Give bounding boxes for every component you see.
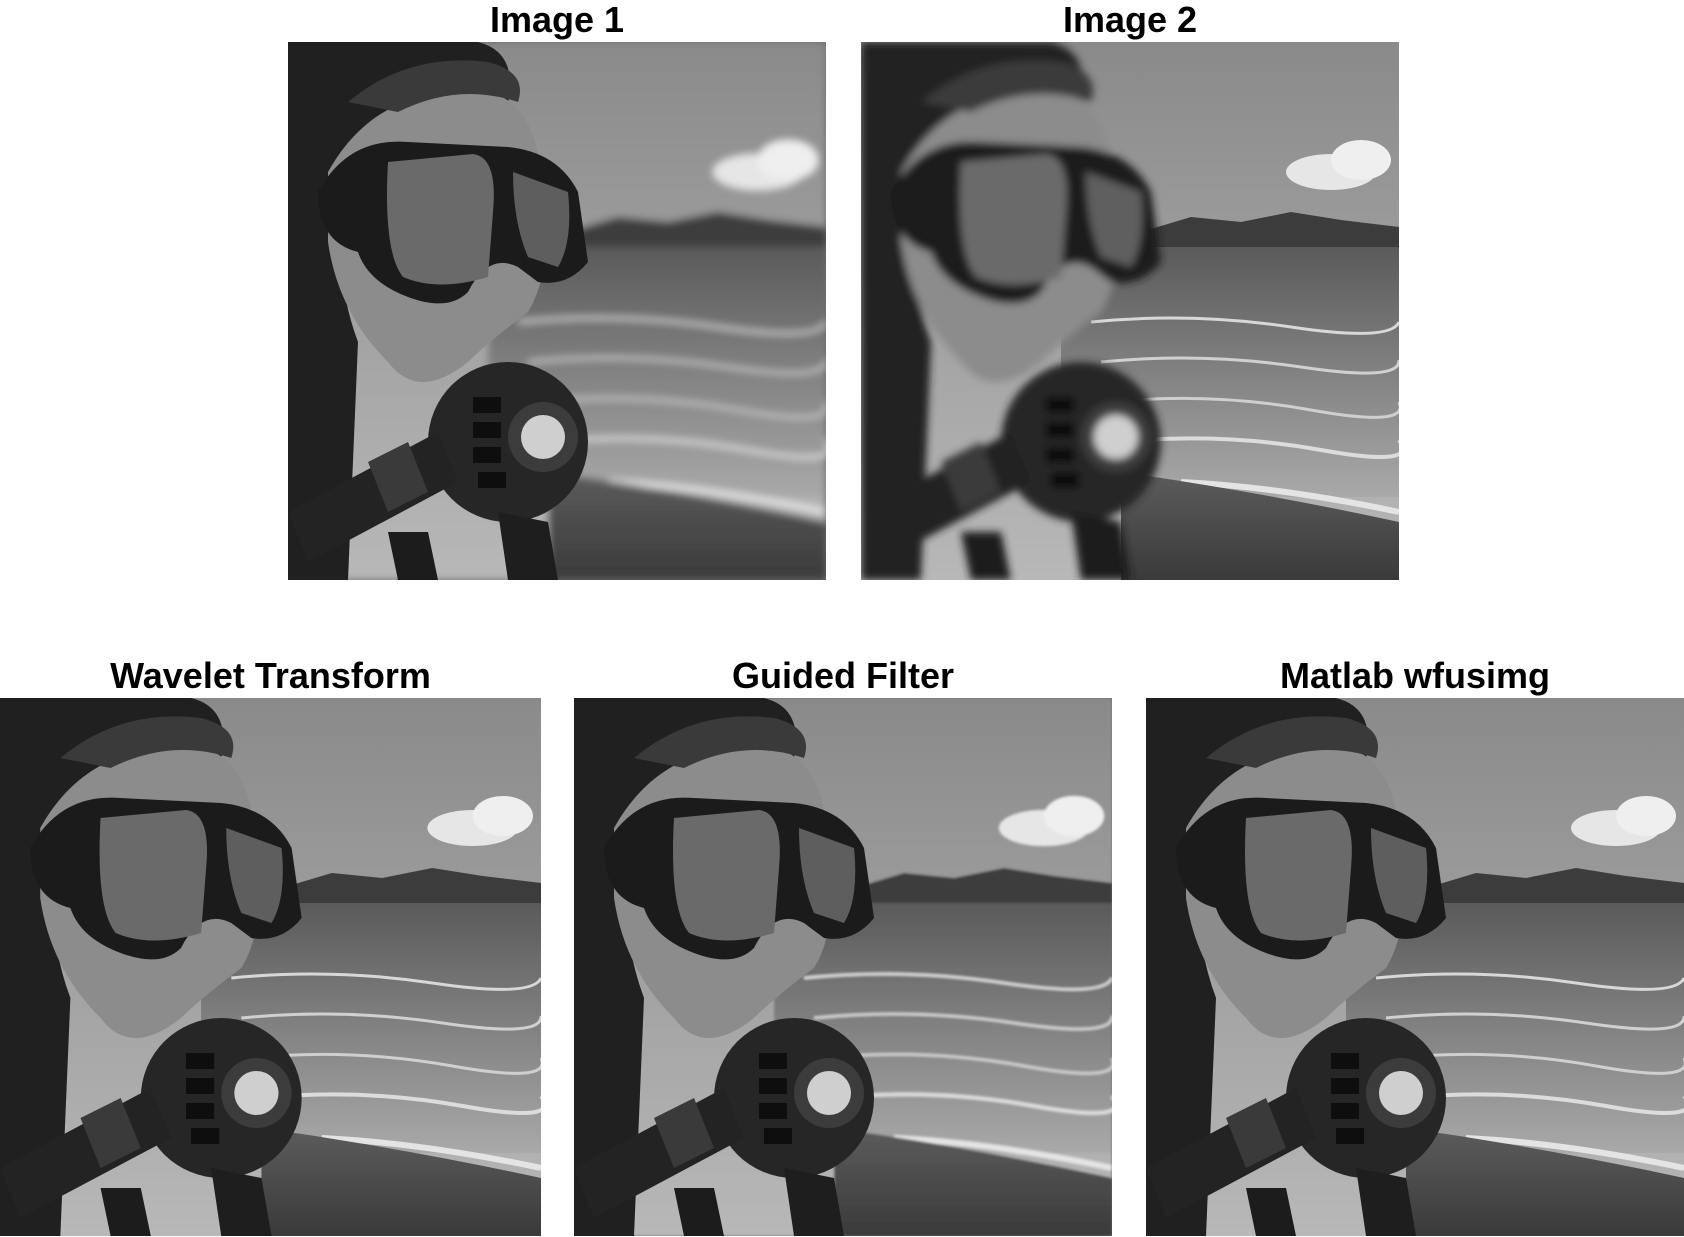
diver-photo-image-1 bbox=[288, 42, 826, 580]
panel-wavelet-transform: Wavelet Transform bbox=[0, 656, 541, 1237]
diver-photo-icon bbox=[861, 42, 1399, 580]
panel-title: Guided Filter bbox=[731, 655, 954, 696]
diver-photo-icon bbox=[288, 42, 826, 580]
panel-image-2: Image 2 bbox=[861, 0, 1399, 581]
panel-title: Image 1 bbox=[489, 0, 625, 40]
panel-title: Matlab wfusimg bbox=[1279, 655, 1551, 696]
panel-matlab-wfusimg: Matlab wfusimg bbox=[1146, 656, 1684, 1237]
diver-photo-guided bbox=[574, 698, 1112, 1236]
diver-photo-wavelet bbox=[0, 698, 541, 1236]
diver-photo-wfusimg bbox=[1146, 698, 1684, 1236]
panel-title: Image 2 bbox=[1062, 0, 1198, 40]
diver-photo-icon bbox=[0, 698, 541, 1236]
diver-photo-image-2 bbox=[861, 42, 1399, 580]
diver-photo-icon bbox=[574, 698, 1112, 1236]
diver-photo-icon bbox=[1146, 698, 1684, 1236]
panel-image-1: Image 1 bbox=[288, 0, 826, 581]
panel-title: Wavelet Transform bbox=[110, 655, 431, 696]
panel-guided-filter: Guided Filter bbox=[574, 656, 1112, 1237]
